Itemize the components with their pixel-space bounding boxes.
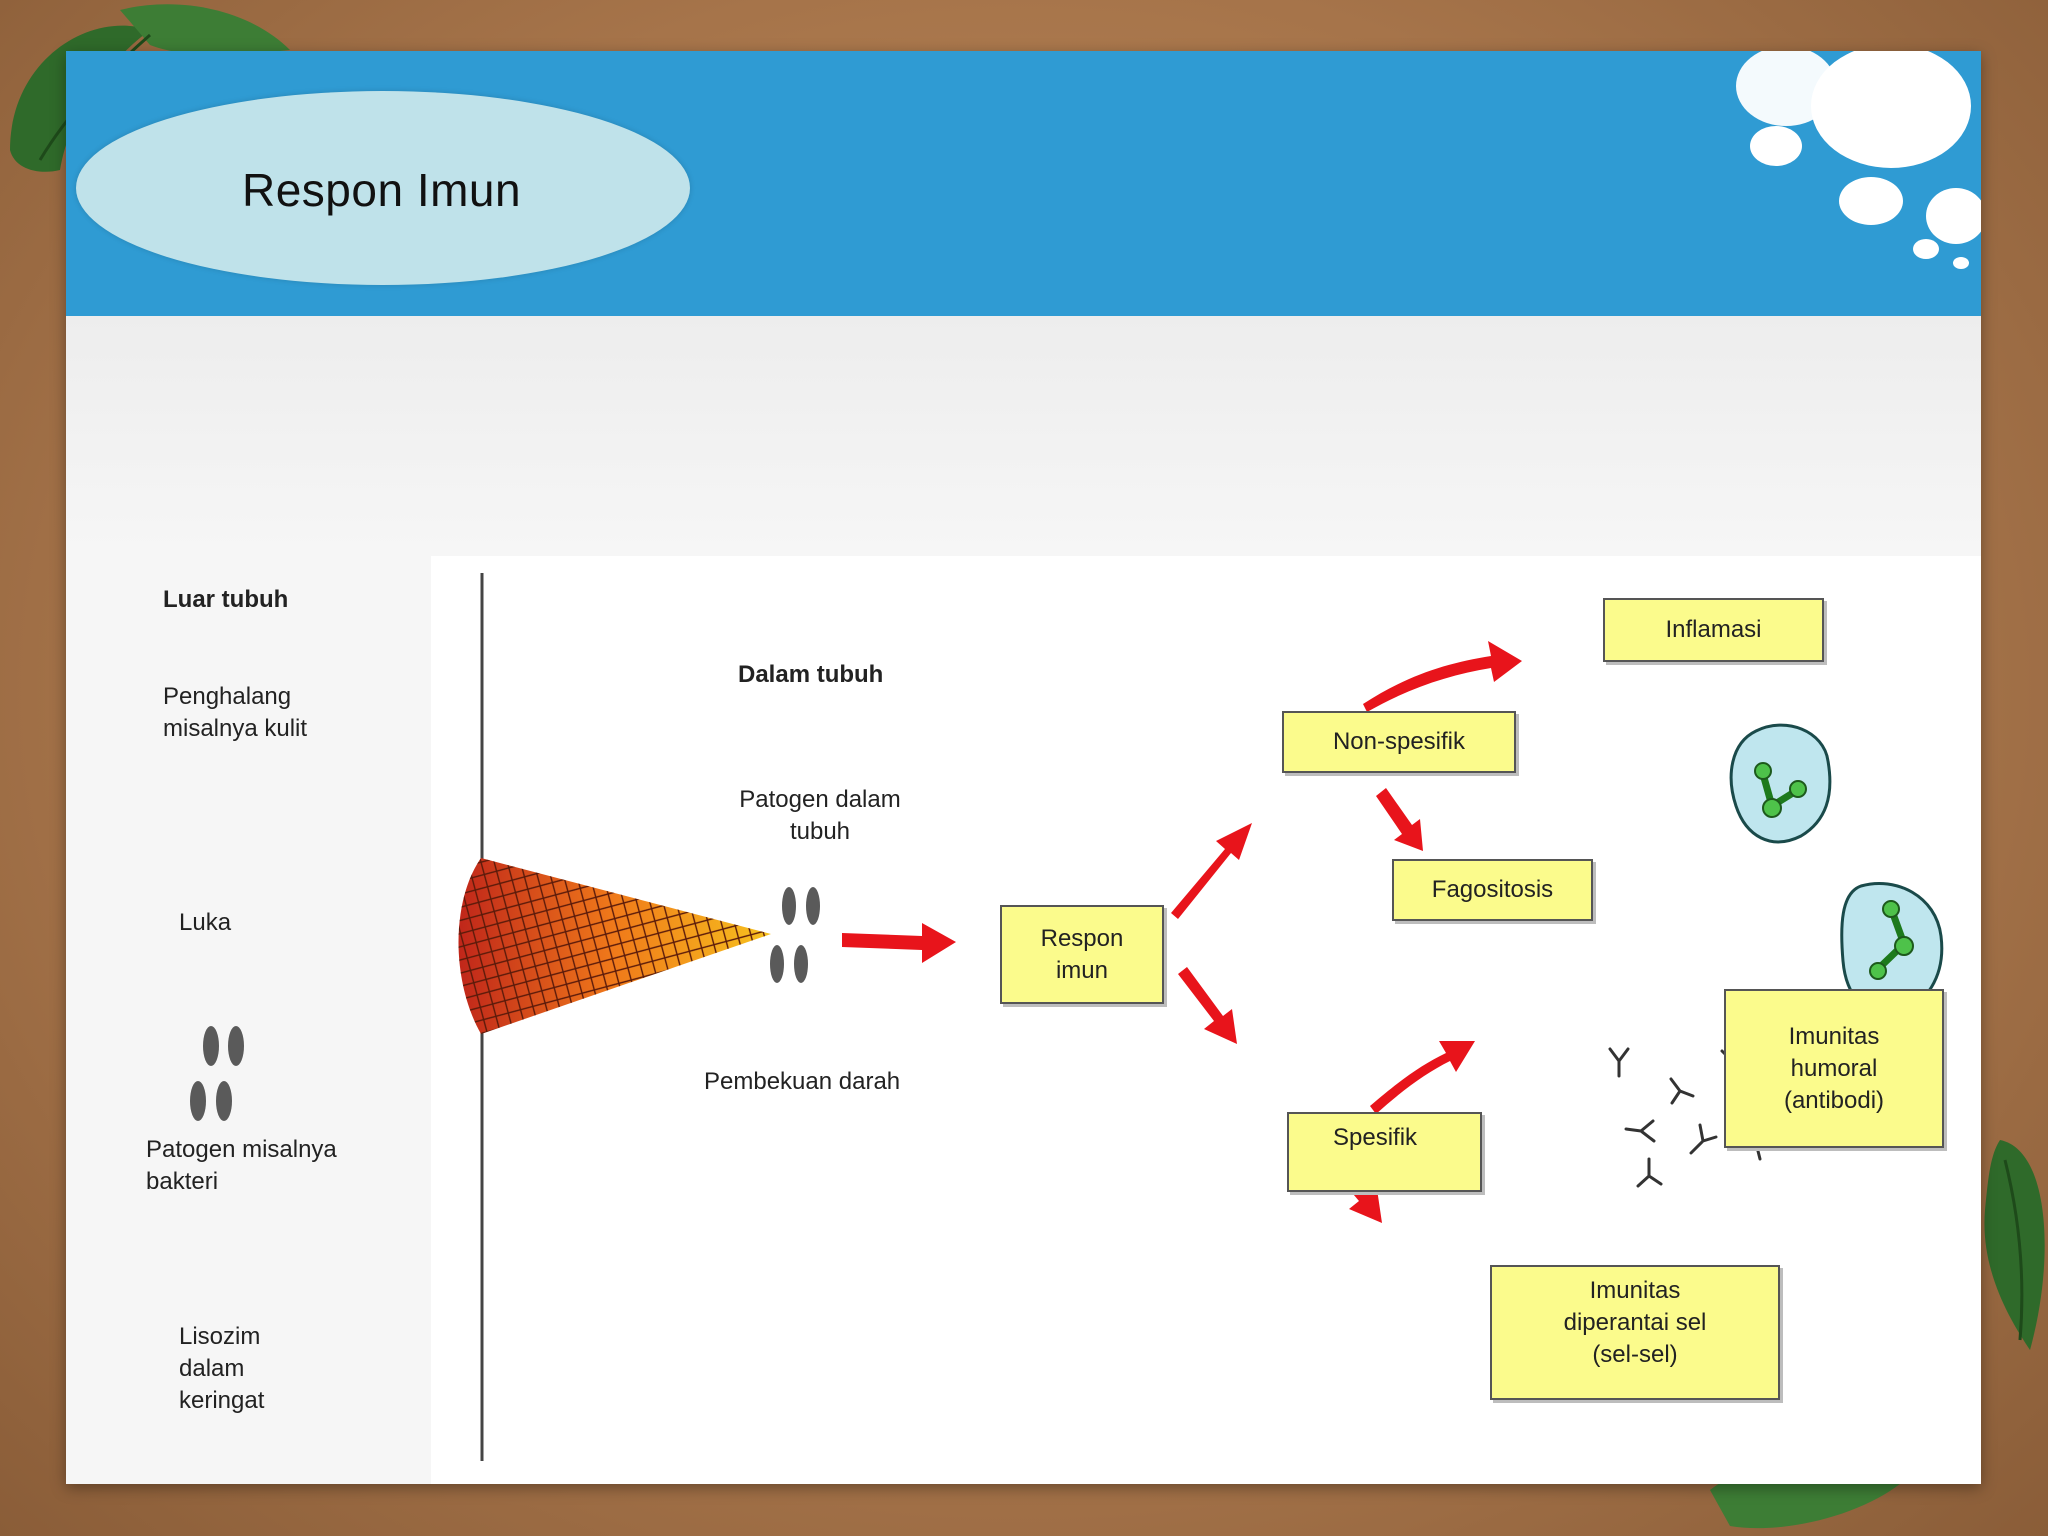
arrow-to-phagocytosis — [1376, 788, 1423, 851]
arrow-to-inflammation — [1363, 641, 1522, 712]
bacteria-inside-icon — [770, 887, 820, 983]
phagocyte-cell-1-icon — [1729, 723, 1832, 844]
inflammation-box: Inflamasi — [1603, 598, 1824, 662]
diagram-graphics — [190, 573, 1944, 1461]
inside-heading: Dalam tubuh — [738, 661, 884, 688]
arrow-to-antibodies — [1370, 1041, 1475, 1114]
arrow-to-response — [842, 923, 956, 963]
humoral-immunity-box: Imunitas humoral (antibodi) — [1724, 989, 1944, 1148]
barrier-label: Penghalang misalnya kulit — [163, 683, 308, 742]
content-band — [66, 316, 1981, 556]
slide-header: Respon Imun — [66, 51, 1981, 316]
outside-body-panel — [66, 556, 431, 1484]
specific-box: Spesifik — [1287, 1112, 1482, 1192]
title-oval — [76, 91, 690, 285]
cell-mediated-immunity-box: Imunitas diperantai sel (sel-sel) — [1490, 1265, 1780, 1400]
lysozyme-label: Lisozim dalam keringat — [179, 1323, 265, 1414]
arrow-to-nonspecific — [1171, 823, 1252, 919]
pathogen-label: Patogen misalnya bakteri — [146, 1136, 337, 1195]
phagocyte-cell-2-icon — [1840, 881, 1944, 1016]
pathogen-inside-label: Patogen dalam tubuh — [739, 786, 901, 845]
wound-label: Luka — [179, 909, 232, 936]
immune-response-box: Respon imun — [1000, 905, 1164, 1004]
slide-title: Respon Imun — [242, 164, 522, 216]
outside-heading: Luar tubuh — [163, 586, 289, 613]
wound-cone-icon — [458, 858, 771, 1034]
slide: Respon Imun Luar tubuh Penghalang misaln… — [66, 51, 1981, 1484]
leaf-right-icon — [1984, 1140, 2045, 1350]
phagocytosis-box: Fagositosis — [1392, 859, 1593, 921]
bacteria-outside-icon — [190, 1026, 244, 1121]
nonspecific-box: Non-spesifik — [1282, 711, 1516, 773]
arrow-to-specific — [1178, 967, 1237, 1044]
clotting-label: Pembekuan darah — [704, 1068, 901, 1095]
bubbles-decoration-icon — [1736, 51, 1981, 269]
